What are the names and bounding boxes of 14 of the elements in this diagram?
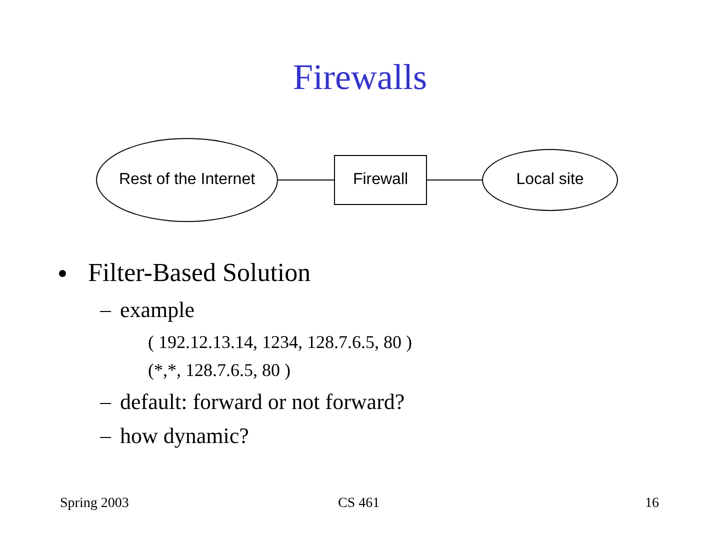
- node-label: Local site: [516, 170, 584, 190]
- bullet-text: Filter-Based Solution: [88, 257, 311, 289]
- process-box: [334, 155, 427, 205]
- bullet-text: how dynamic?: [120, 422, 249, 450]
- footer-text: 16: [645, 495, 659, 512]
- node-label: Firewall: [352, 170, 408, 190]
- bullet-text: (*,*, 128.7.6.5, 80 ): [148, 359, 290, 382]
- footer-text: CS 461: [338, 495, 380, 512]
- footer-text: Spring 2003: [60, 495, 129, 512]
- node-label: Rest of the Internet: [118, 170, 256, 190]
- bullet-text: ( 192.12.13.14, 1234, 128.7.6.5, 80 ): [148, 331, 412, 354]
- bullet-text: default: forward or not forward?: [120, 388, 405, 416]
- slide-title: Firewalls: [293, 56, 427, 99]
- bullet-text: example: [120, 296, 195, 324]
